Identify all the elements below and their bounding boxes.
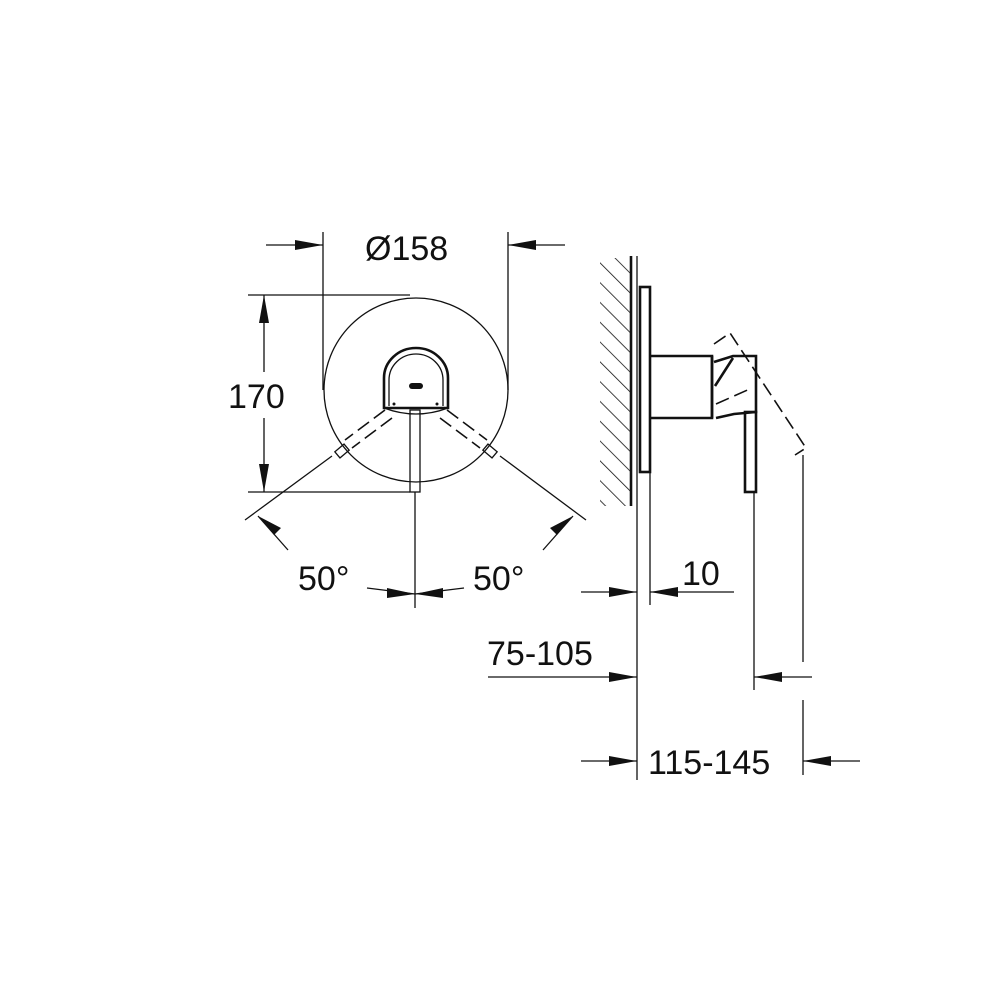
body-depth-label: 75-105 xyxy=(487,635,593,673)
diameter-label: Ø158 xyxy=(365,230,448,268)
side-view: 10 75-105 115-145 xyxy=(487,256,860,782)
rosette-thickness-dimension: 10 xyxy=(581,555,734,597)
rosette-thickness-label: 10 xyxy=(682,555,720,593)
body-cylinder xyxy=(651,354,714,420)
height-label: 170 xyxy=(228,378,285,416)
diameter-dimension: Ø158 xyxy=(266,230,565,390)
lever-rotation-right xyxy=(439,409,587,521)
angle-left-label: 50° xyxy=(298,560,349,598)
angle-right-label: 50° xyxy=(473,560,524,598)
lever-cap xyxy=(382,346,450,410)
total-depth-label: 115-145 xyxy=(648,744,770,782)
front-view: Ø158 170 xyxy=(228,230,587,608)
wall-hatch xyxy=(600,258,630,506)
height-dimension: 170 xyxy=(228,294,410,493)
lever-side xyxy=(710,354,758,420)
rosette-circle xyxy=(323,297,509,483)
indicator-slot xyxy=(409,383,423,389)
lever-rotated-dashed xyxy=(713,331,808,456)
lever-rotation-left xyxy=(244,409,393,521)
lever-handle xyxy=(409,409,421,493)
body-depth-dimension: 75-105 xyxy=(487,635,812,682)
rosette-plate xyxy=(638,285,652,474)
angle-dimension: 50° 50° xyxy=(257,515,574,598)
total-depth-dimension: 115-145 xyxy=(581,744,860,782)
